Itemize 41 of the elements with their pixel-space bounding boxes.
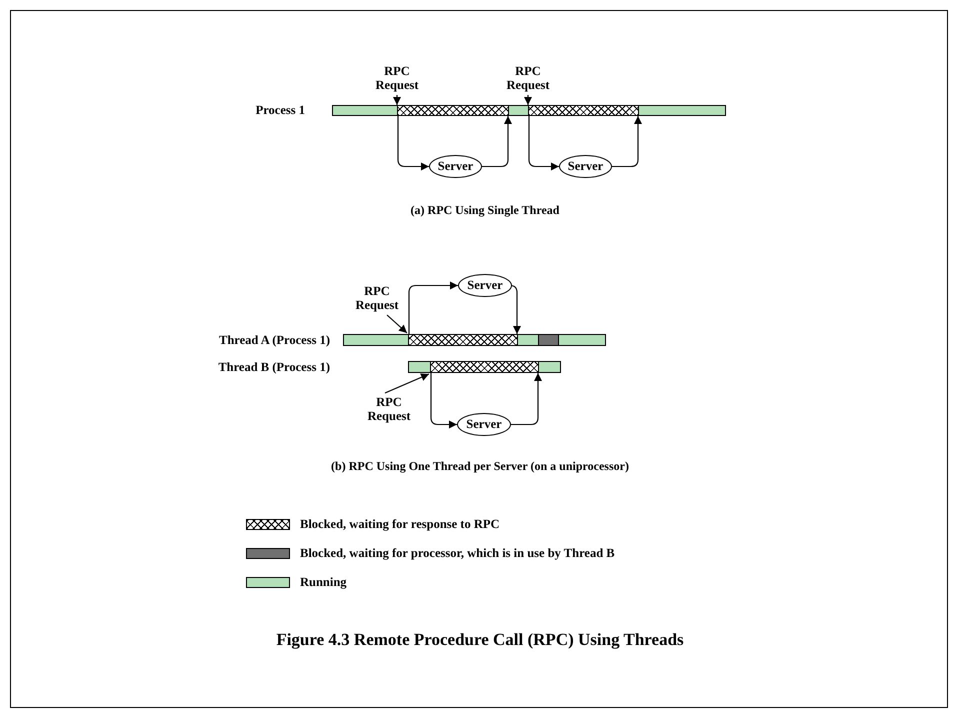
request-label: RPC Request	[364, 395, 414, 425]
arrow	[384, 374, 430, 394]
timeline-segment	[408, 361, 431, 373]
arrow	[612, 116, 642, 168]
timeline-segment	[517, 334, 539, 346]
arrow	[482, 116, 512, 168]
legend-label: Blocked, waiting for response to RPC	[300, 517, 500, 531]
timeline-segment	[538, 361, 561, 373]
thread-label: Thread A (Process 1)	[218, 333, 330, 347]
arrow	[528, 116, 559, 170]
timeline-segment	[343, 334, 409, 346]
caption: (a) RPC Using Single Thread	[410, 203, 560, 217]
server-ellipse: Server	[457, 413, 511, 436]
arrow	[511, 373, 542, 426]
arrow	[524, 95, 532, 105]
timeline-segment	[397, 105, 509, 116]
request-label: RPC Request	[372, 64, 422, 94]
timeline-segment	[638, 105, 726, 116]
arrow	[430, 373, 457, 428]
thread-label: Thread B (Process 1)	[217, 360, 330, 374]
request-label: RPC Request	[503, 64, 553, 94]
server-ellipse: Server	[458, 274, 512, 297]
process-label: Process 1	[254, 103, 305, 117]
legend-label: Running	[300, 575, 347, 589]
timeline-segment	[408, 334, 518, 346]
arrow	[408, 282, 458, 334]
figure-title: Figure 4.3 Remote Procedure Call (RPC) Using Threads	[275, 630, 685, 650]
server-ellipse: Server	[559, 155, 612, 178]
caption: (b) RPC Using One Thread per Server (on a uniprocessor)	[330, 459, 630, 473]
timeline-segment	[332, 105, 398, 116]
request-label: RPC Request	[352, 284, 402, 314]
legend-label: Blocked, waiting for processor, which is in use by Thread B	[300, 546, 615, 560]
timeline-segment	[538, 334, 559, 346]
timeline-segment	[508, 105, 529, 116]
arrow	[397, 116, 429, 170]
server-ellipse: Server	[429, 155, 482, 178]
timeline-segment	[430, 361, 539, 373]
arrow	[386, 314, 408, 334]
timeline-segment	[558, 334, 606, 346]
timeline-segment	[528, 105, 639, 116]
arrow	[393, 95, 401, 105]
